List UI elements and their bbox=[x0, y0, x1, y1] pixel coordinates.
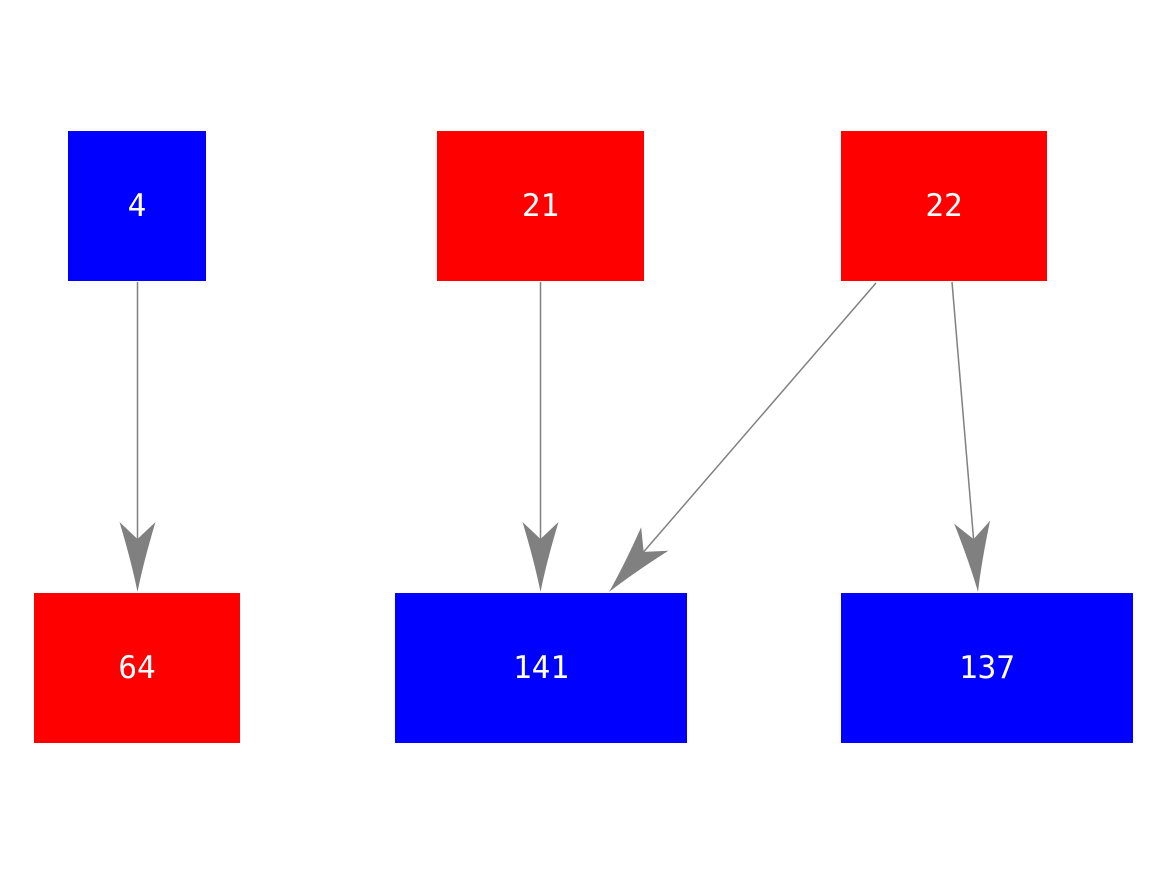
edge-22-137 bbox=[951, 281, 991, 592]
arrowhead-icon bbox=[609, 527, 669, 592]
node-141-label: 141 bbox=[513, 649, 569, 686]
node-21: 21 bbox=[437, 131, 644, 281]
edge-line-22-141 bbox=[643, 282, 877, 553]
edge-21-141 bbox=[522, 282, 559, 592]
node-64-label: 64 bbox=[118, 649, 156, 686]
node-141: 141 bbox=[395, 593, 687, 743]
node-137: 137 bbox=[841, 593, 1133, 743]
node-4: 4 bbox=[68, 131, 206, 281]
edge-22-141 bbox=[609, 282, 877, 592]
arrowhead-icon bbox=[119, 522, 156, 592]
node-137-label: 137 bbox=[959, 649, 1015, 686]
arrowhead-icon bbox=[954, 520, 991, 592]
arrowhead-icon bbox=[522, 522, 559, 592]
node-64: 64 bbox=[34, 593, 240, 743]
node-4-label: 4 bbox=[127, 187, 147, 224]
edge-4-64 bbox=[119, 282, 156, 592]
edge-line-22-137 bbox=[951, 281, 975, 540]
node-21-label: 21 bbox=[521, 187, 560, 224]
node-22-label: 22 bbox=[925, 187, 963, 224]
node-22: 22 bbox=[841, 131, 1047, 281]
